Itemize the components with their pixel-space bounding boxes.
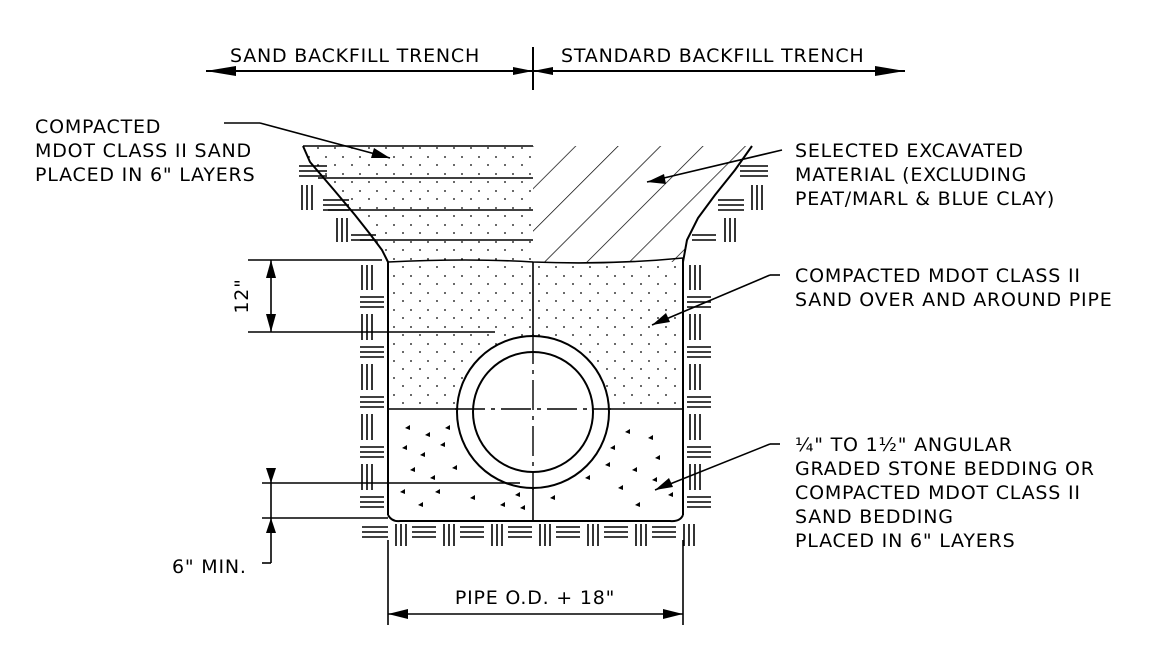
upper-sand-zone <box>302 145 533 263</box>
native-soil-bottom <box>362 524 695 546</box>
compacted-sand-line-3: PLACED IN 6" LAYERS <box>35 164 255 186</box>
leaders <box>224 122 783 491</box>
sand-backfill-label: SAND BACKFILL TRENCH <box>230 45 480 67</box>
native-soil-left <box>299 165 384 508</box>
cover-depth-label: 12" <box>231 278 253 313</box>
pipe <box>455 334 611 490</box>
sand-around-pipe-line-2: SAND OVER AND AROUND PIPE <box>795 289 1113 311</box>
trench-width-label: PIPE O.D. + 18" <box>455 587 615 609</box>
bedding-line-2: GRADED STONE BEDDING OR <box>795 458 1095 480</box>
callout-compacted-sand: COMPACTED MDOT CLASS II SAND PLACED IN 6… <box>35 116 255 186</box>
trench-width-dimension <box>387 540 684 625</box>
selected-material-line-1: SELECTED EXCAVATED <box>795 140 1024 162</box>
callout-sand-around-pipe: COMPACTED MDOT CLASS II SAND OVER AND AR… <box>795 265 1113 311</box>
bedding-depth-dimension <box>262 468 520 564</box>
selected-material-line-2: MATERIAL (EXCLUDING <box>795 164 1027 186</box>
selected-material-line-3: PEAT/MARL & BLUE CLAY) <box>795 188 1055 210</box>
compacted-sand-line-1: COMPACTED <box>35 116 161 138</box>
cover-depth-dimension <box>248 259 495 333</box>
bedding-line-3: COMPACTED MDOT CLASS II <box>795 482 1081 504</box>
compacted-sand-line-2: MDOT CLASS II SAND <box>35 140 252 162</box>
bedding-line-1: ¼" TO 1½" ANGULAR <box>795 434 1013 456</box>
callout-selected-material: SELECTED EXCAVATED MATERIAL (EXCLUDING P… <box>795 140 1055 210</box>
sand-around-pipe-line-1: COMPACTED MDOT CLASS II <box>795 265 1081 287</box>
header-dimension: SAND BACKFILL TRENCH STANDARD BACKFILL T… <box>206 45 905 90</box>
native-soil-right <box>687 165 768 508</box>
bedding-min-label: 6" MIN. <box>172 556 247 578</box>
selected-material-zone <box>533 145 753 263</box>
callout-bedding: ¼" TO 1½" ANGULAR GRADED STONE BEDDING O… <box>795 434 1095 552</box>
bedding-line-5: PLACED IN 6" LAYERS <box>795 530 1015 552</box>
standard-backfill-label: STANDARD BACKFILL TRENCH <box>561 45 865 67</box>
bedding-line-4: SAND BEDDING <box>795 506 954 528</box>
bedding-stones <box>400 425 673 510</box>
